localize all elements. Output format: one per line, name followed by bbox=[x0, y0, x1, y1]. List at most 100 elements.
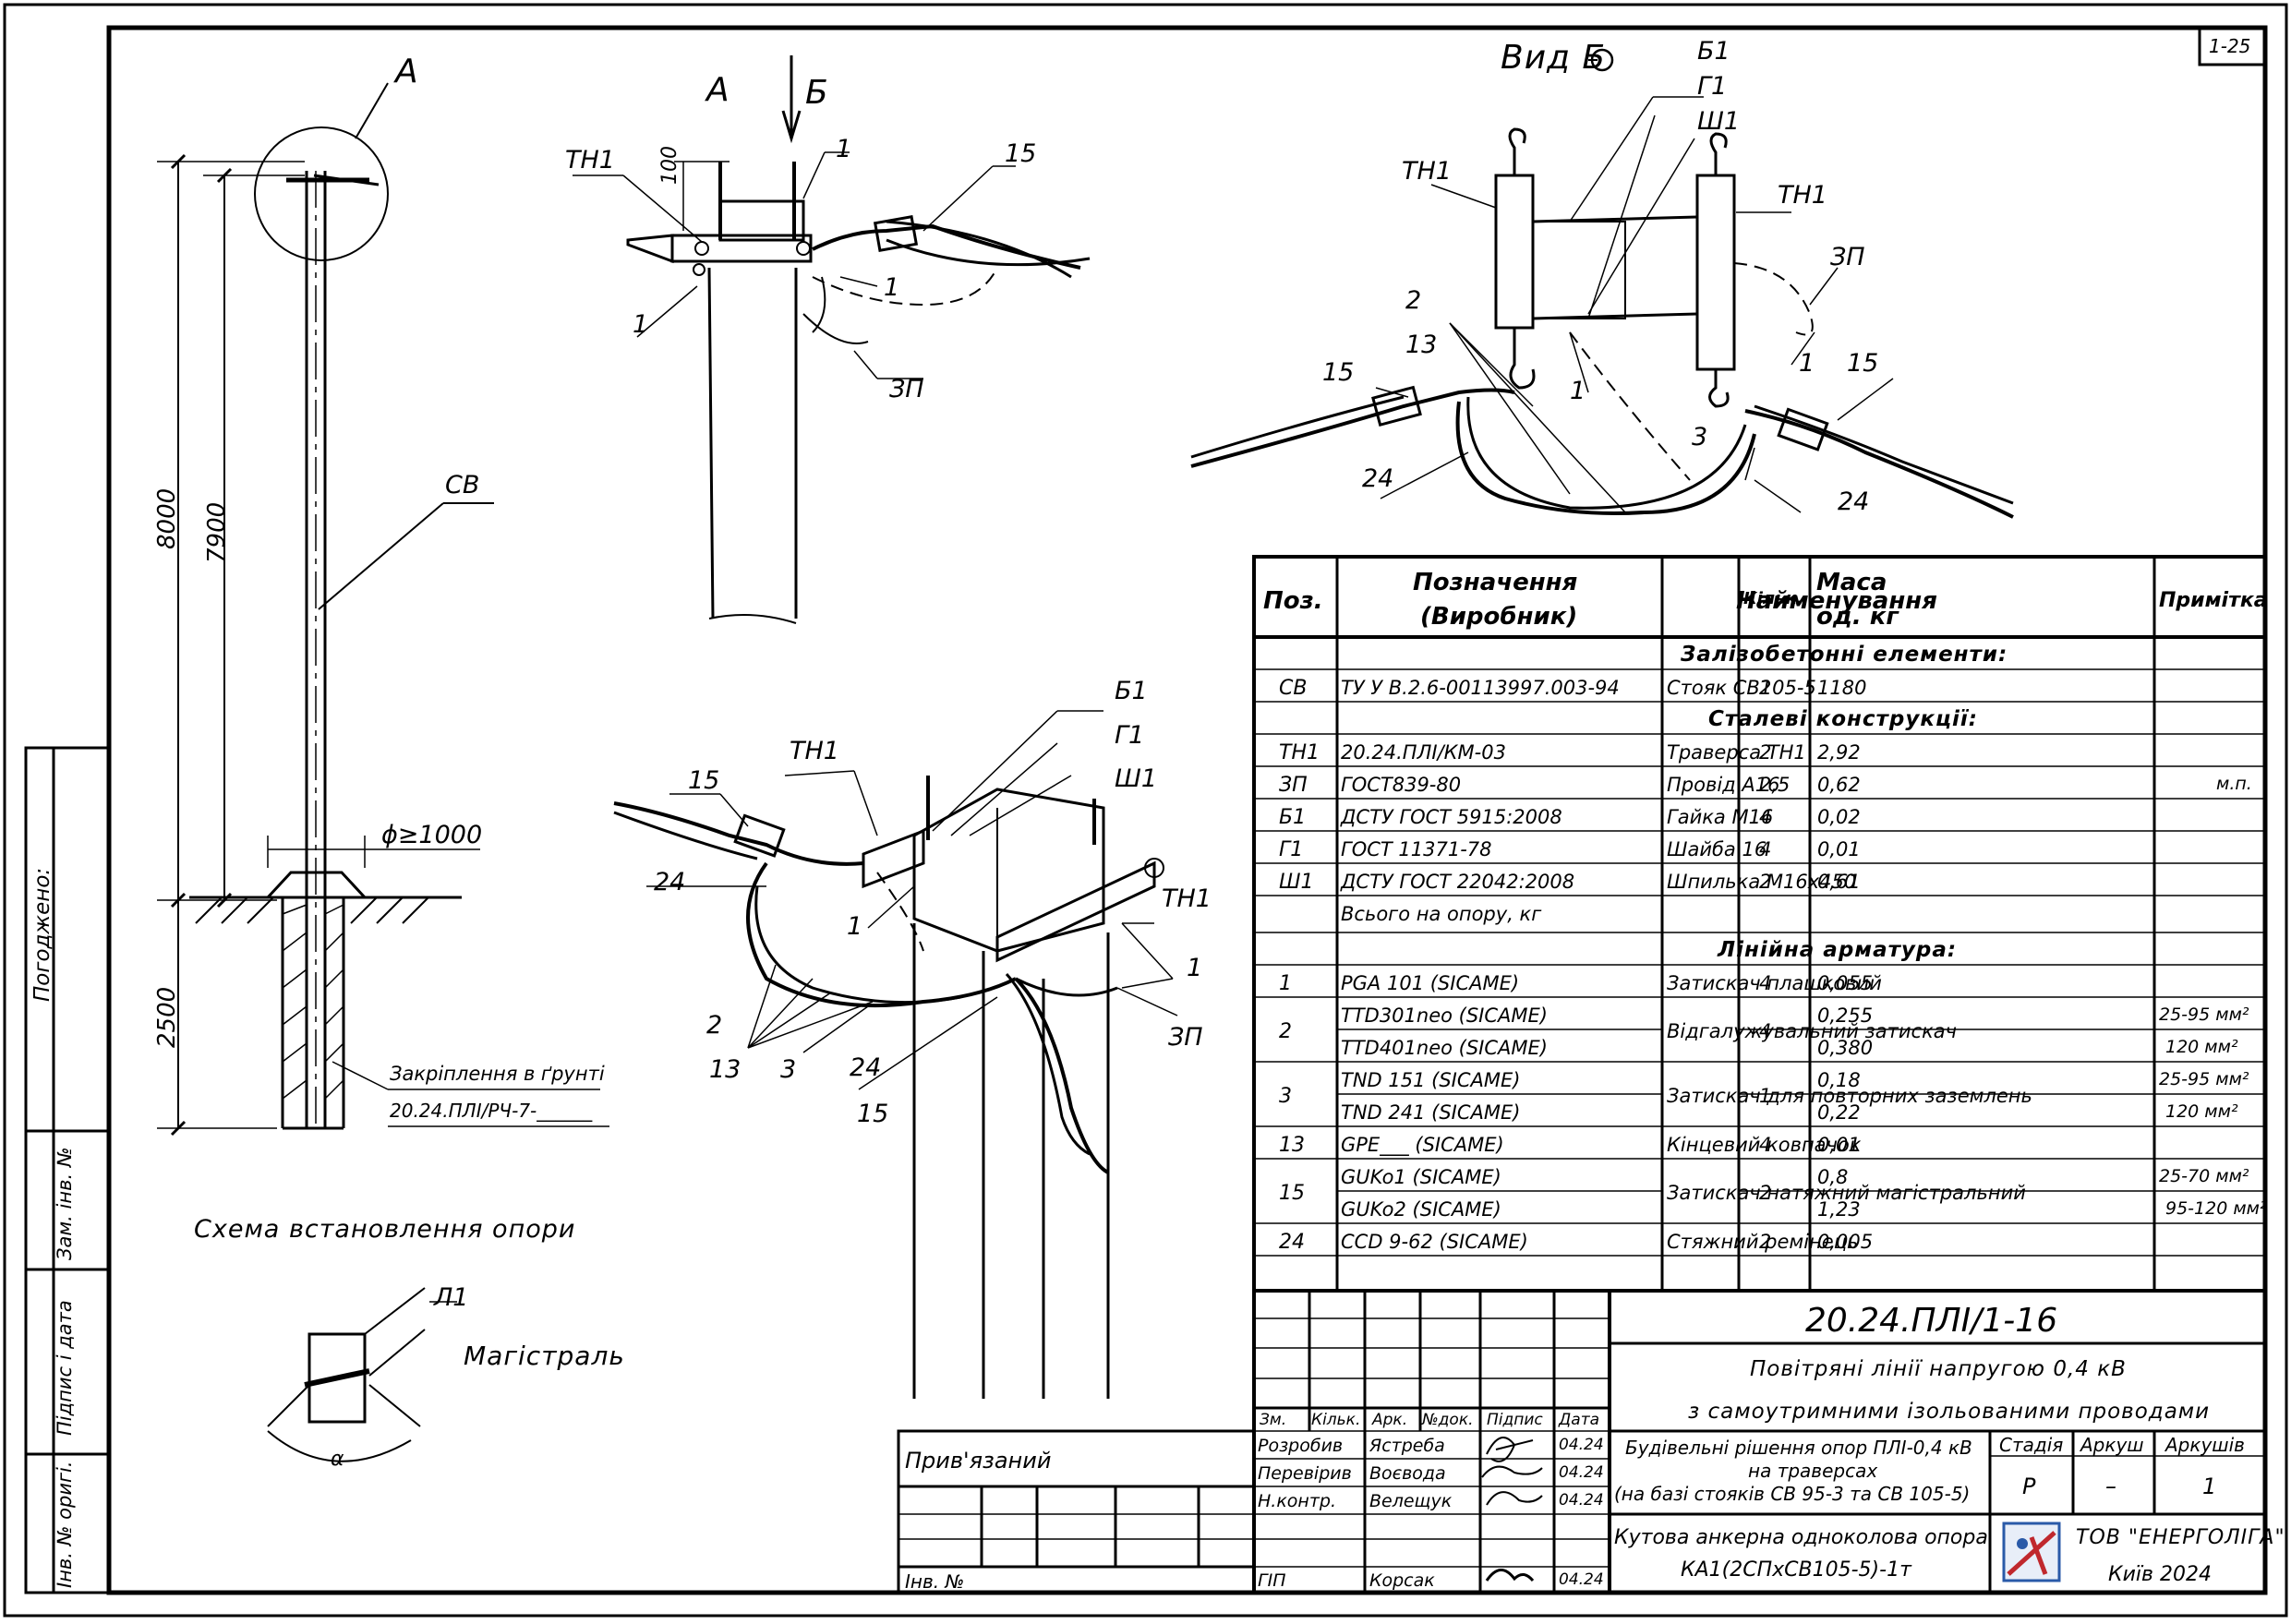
th-qty: Кільк. bbox=[1743, 589, 1803, 608]
iso-p3: 3 bbox=[780, 1055, 797, 1084]
person-role: Перевірив bbox=[1258, 1463, 1352, 1484]
row-name: Провід А16 bbox=[1667, 774, 1780, 796]
view-b-p13: 13 bbox=[1405, 331, 1438, 359]
row-pos: Б1 bbox=[1279, 806, 1307, 829]
sheet-name-2: КА1(2СПхСВ105-5)-1т bbox=[1681, 1558, 1911, 1582]
row-qty: 4 bbox=[1759, 972, 1772, 994]
row-name: Шайба 16 bbox=[1667, 838, 1767, 860]
view-a bbox=[573, 55, 1091, 624]
row-designation: PGA 101 (SICAME) bbox=[1341, 972, 1520, 994]
person-date: 04.24 bbox=[1559, 1436, 1604, 1454]
view-b-p24-left: 24 bbox=[1362, 464, 1394, 493]
sheet-value: – bbox=[2105, 1474, 2116, 1499]
row-qty: 4 bbox=[1759, 1020, 1772, 1042]
schema-title: Схема встановлення опори bbox=[194, 1215, 576, 1244]
view-b-arrow-label: Б bbox=[805, 74, 828, 112]
row-pos: 2 bbox=[1279, 1020, 1292, 1043]
doc-code: 20.24.ПЛІ/1-16 bbox=[1805, 1302, 2058, 1340]
person-name: Велещук bbox=[1369, 1491, 1453, 1511]
col-ndok: №док. bbox=[1422, 1411, 1474, 1429]
row-mass: 0,055 bbox=[1817, 972, 1874, 994]
row-note-2: 120 мм² bbox=[2165, 1037, 2238, 1057]
view-b-p15-right: 15 bbox=[1847, 349, 1879, 378]
person-role: ГІП bbox=[1258, 1570, 1286, 1591]
row-mass: 0,62 bbox=[1817, 774, 1861, 796]
col-zm: Зм. bbox=[1260, 1411, 1287, 1429]
row-name: Затискач для повторних заземлень bbox=[1667, 1085, 2032, 1107]
dim-2500: 2500 bbox=[153, 986, 181, 1048]
row-note-2: 95-120 мм² bbox=[2165, 1198, 2267, 1219]
row-designation: ГОСТ839-80 bbox=[1341, 774, 1462, 796]
inv-no-label: Інв. № bbox=[905, 1570, 965, 1593]
row-name: Затискач плашковий bbox=[1667, 972, 1882, 994]
row-qty: 2 bbox=[1759, 677, 1772, 699]
row-pos: 3 bbox=[1279, 1085, 1292, 1108]
iso-p24-left: 24 bbox=[654, 868, 686, 896]
iso-zp: ЗП bbox=[1168, 1023, 1203, 1052]
person-date: 04.24 bbox=[1559, 1463, 1604, 1482]
person-name: Ястреба bbox=[1369, 1436, 1445, 1456]
row-pos: 24 bbox=[1279, 1231, 1305, 1254]
section-steel: Сталеві конструкції: bbox=[1708, 707, 1978, 731]
view-a-zp: ЗП bbox=[889, 375, 924, 403]
iso-view bbox=[613, 710, 1178, 1399]
doc-line-2: на траверсах bbox=[1748, 1460, 1878, 1482]
dim-8000: 8000 bbox=[153, 487, 181, 549]
section-concrete: Залізобетонні елементи: bbox=[1681, 643, 2008, 667]
row-name: Затискач натяжний магістральний bbox=[1667, 1182, 2026, 1204]
row-mass-2: 0,22 bbox=[1817, 1101, 1861, 1124]
label-l1: Л1 bbox=[434, 1283, 469, 1312]
view-b bbox=[1190, 48, 2014, 519]
col-kilk: Кільк. bbox=[1311, 1411, 1361, 1429]
row-qty: 2 bbox=[1759, 1182, 1772, 1204]
view-b-sh1: Ш1 bbox=[1697, 107, 1741, 136]
view-b-p1-right: 1 bbox=[1799, 349, 1815, 378]
col-ark: Арк. bbox=[1372, 1411, 1408, 1429]
row-designation: TND 151 (SICAME) bbox=[1341, 1069, 1521, 1091]
row-note: 25-95 мм² bbox=[2159, 1069, 2249, 1089]
th-mass: Маса bbox=[1816, 569, 1887, 596]
row-name: Шпилька М16х450 bbox=[1667, 871, 1857, 893]
dim-100: 100 bbox=[658, 146, 681, 185]
row-pos: 13 bbox=[1279, 1134, 1305, 1157]
mainline-symbol bbox=[267, 1287, 457, 1462]
person-name: Воєвода bbox=[1369, 1463, 1446, 1484]
row-qty: 2 bbox=[1759, 1231, 1772, 1253]
row-mass: 1180 bbox=[1817, 677, 1867, 699]
view-a-p15: 15 bbox=[1005, 139, 1037, 168]
dim-phi: ϕ≥1000 bbox=[381, 821, 483, 849]
row-pos: 1 bbox=[1279, 972, 1292, 995]
th-manufacturer: (Виробник) bbox=[1420, 603, 1578, 631]
row-note: м.п. bbox=[2216, 774, 2252, 794]
row-designation: GUKo1 (SICAME) bbox=[1341, 1166, 1501, 1188]
th-name: Найменування bbox=[1736, 587, 1937, 615]
row-mass: 0,8 bbox=[1817, 1166, 1849, 1188]
sheets-value: 1 bbox=[2202, 1474, 2217, 1499]
iso-p15-top: 15 bbox=[688, 766, 720, 795]
row-designation: ГОСТ 11371-78 bbox=[1341, 838, 1492, 860]
iso-g1: Г1 bbox=[1115, 721, 1145, 750]
row-name: Стяжний ремінець bbox=[1667, 1231, 1859, 1253]
row-mass: 0,005 bbox=[1817, 1231, 1874, 1253]
row-qty: 2 bbox=[1759, 871, 1772, 893]
mainline-label: Магістраль bbox=[464, 1341, 625, 1371]
doc-line-1: Будівельні рішення опор ПЛІ-0,4 кВ bbox=[1625, 1437, 1972, 1459]
title-block-grid bbox=[897, 1289, 2267, 1594]
company-name: ТОВ "ЕНЕРГОЛІГА" bbox=[2076, 1526, 2285, 1549]
spec-table-grid bbox=[1252, 555, 2267, 1293]
stamp-pidpys: Підпис і дата bbox=[54, 1300, 76, 1436]
row-name: Гайка М16 bbox=[1667, 806, 1774, 828]
row-designation: CCD 9-62 (SICAME) bbox=[1341, 1231, 1528, 1253]
iso-b1: Б1 bbox=[1115, 677, 1148, 705]
left-stamp bbox=[24, 746, 111, 1594]
row-name: Кінцевий ковпачок bbox=[1667, 1134, 1862, 1156]
iso-p15-bottom: 15 bbox=[857, 1100, 889, 1128]
iso-p1-right: 1 bbox=[1187, 954, 1203, 982]
pole-scheme bbox=[157, 82, 609, 1137]
row-qty: 1 bbox=[1759, 1085, 1772, 1107]
iso-sh1: Ш1 bbox=[1115, 764, 1158, 793]
view-a-label: А bbox=[706, 71, 730, 109]
alpha-label: α bbox=[331, 1448, 344, 1471]
